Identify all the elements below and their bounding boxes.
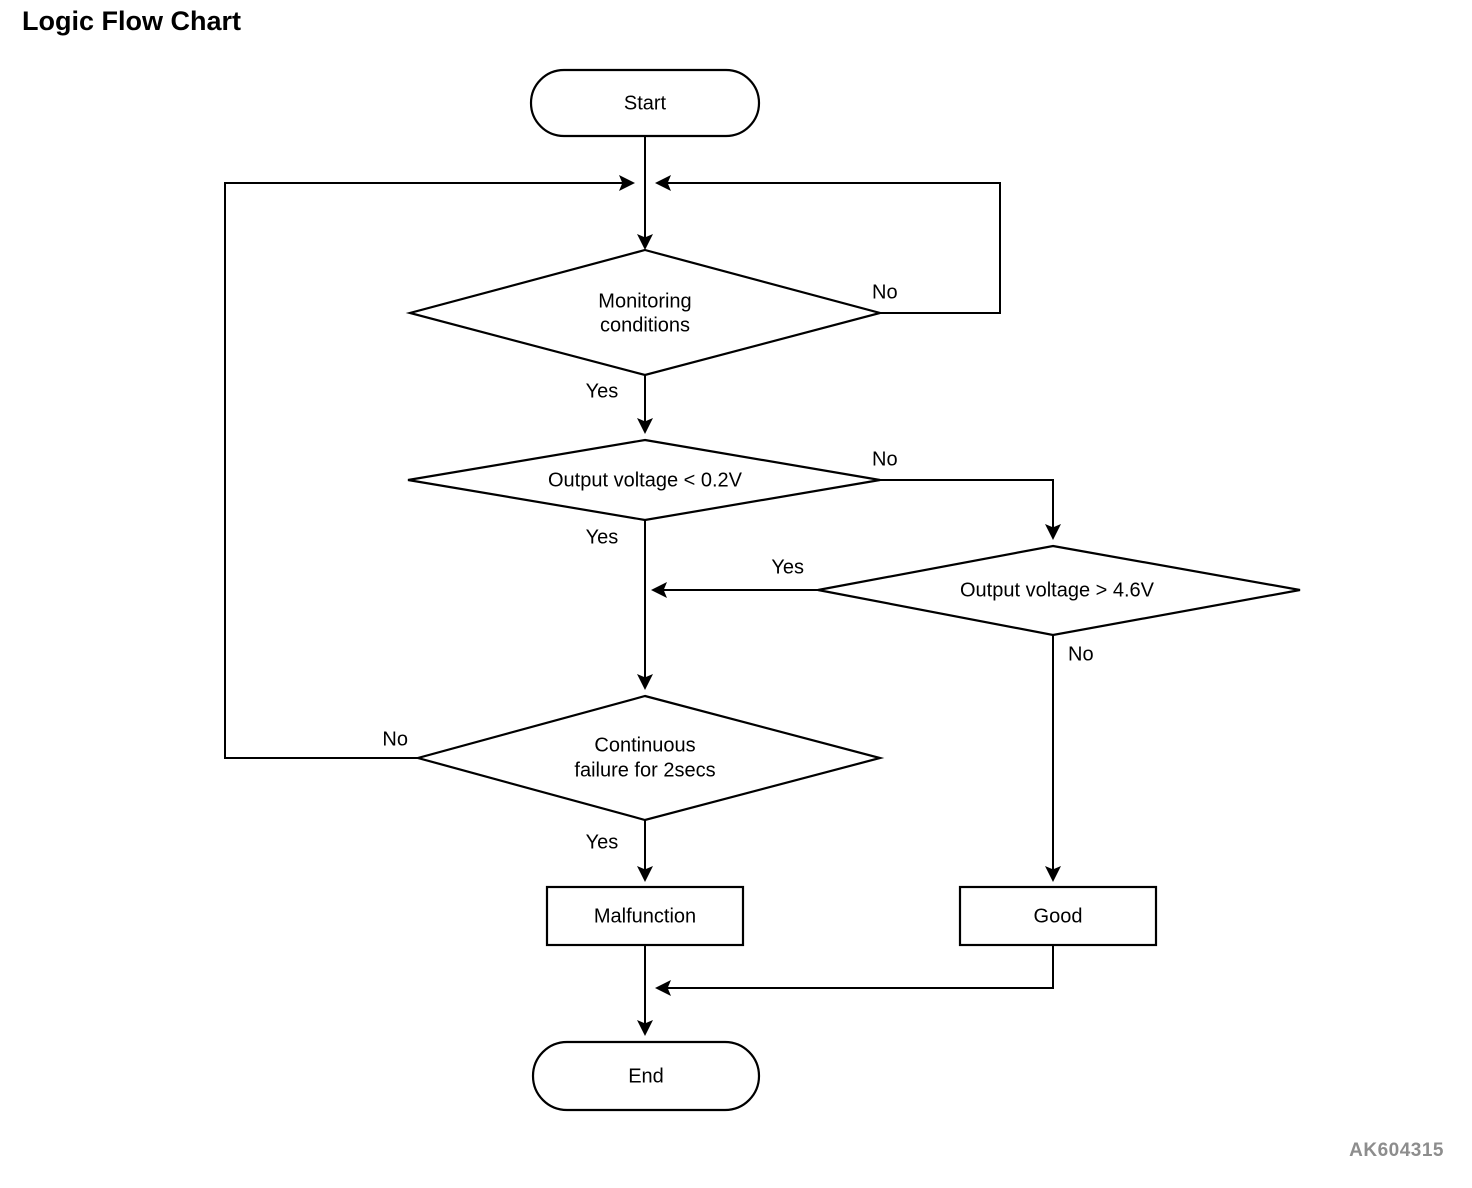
page-title: Logic Flow Chart [22,6,241,36]
edge-label-high-voltage-yes: Yes [771,556,804,578]
node-malfunction[interactable]: Malfunction [545,885,745,947]
low-voltage-check-shape [407,438,881,522]
node-continuous-failure-check[interactable]: Continuous failure for 2secs [413,694,885,822]
figure-code: AK604315 [1349,1140,1444,1161]
edge-label-high-voltage-no: No [1068,643,1094,665]
edge-label-continuous-no: No [382,728,408,750]
edge-label-monitoring-yes: Yes [586,380,619,402]
good-shape [958,885,1158,947]
edge-monitoring-no-feedback [655,175,1001,314]
edge-label-low-voltage-yes: Yes [586,526,619,548]
monitoring-conditions-label-line2: conditions [600,314,690,336]
node-start[interactable]: Start [529,68,761,138]
edge-label-low-voltage-no: No [872,448,898,470]
low-voltage-check-label: Output voltage < 0.2V [548,469,743,491]
node-high-voltage-check[interactable]: Output voltage > 4.6V [817,544,1301,637]
start-label: Start [624,92,667,114]
edge-label-continuous-yes: Yes [586,831,619,853]
edge-label-monitoring-no: No [872,281,898,303]
good-label: Good [1034,905,1083,927]
end-label: End [628,1065,664,1087]
high-voltage-check-label: Output voltage > 4.6V [960,579,1155,601]
node-monitoring-conditions[interactable]: Monitoring conditions [405,248,885,377]
end-shape [531,1040,761,1112]
continuous-failure-check-shape [413,694,885,822]
malfunction-label: Malfunction [594,905,696,927]
continuous-failure-label-line2: failure for 2secs [574,759,715,781]
edge-continuous-no-feedback [224,175,635,759]
node-good[interactable]: Good [958,885,1158,947]
node-end[interactable]: End [531,1040,761,1112]
node-low-voltage-check[interactable]: Output voltage < 0.2V [407,438,881,522]
edge-low-voltage-no-to-high-voltage [880,479,1061,540]
high-voltage-check-shape [817,544,1301,637]
edge-good-to-merge [655,945,1054,996]
continuous-failure-label-line1: Continuous [594,734,695,756]
monitoring-conditions-shape [405,248,885,377]
start-shape [529,68,761,138]
malfunction-shape [545,885,745,947]
monitoring-conditions-label-line1: Monitoring [598,290,691,312]
